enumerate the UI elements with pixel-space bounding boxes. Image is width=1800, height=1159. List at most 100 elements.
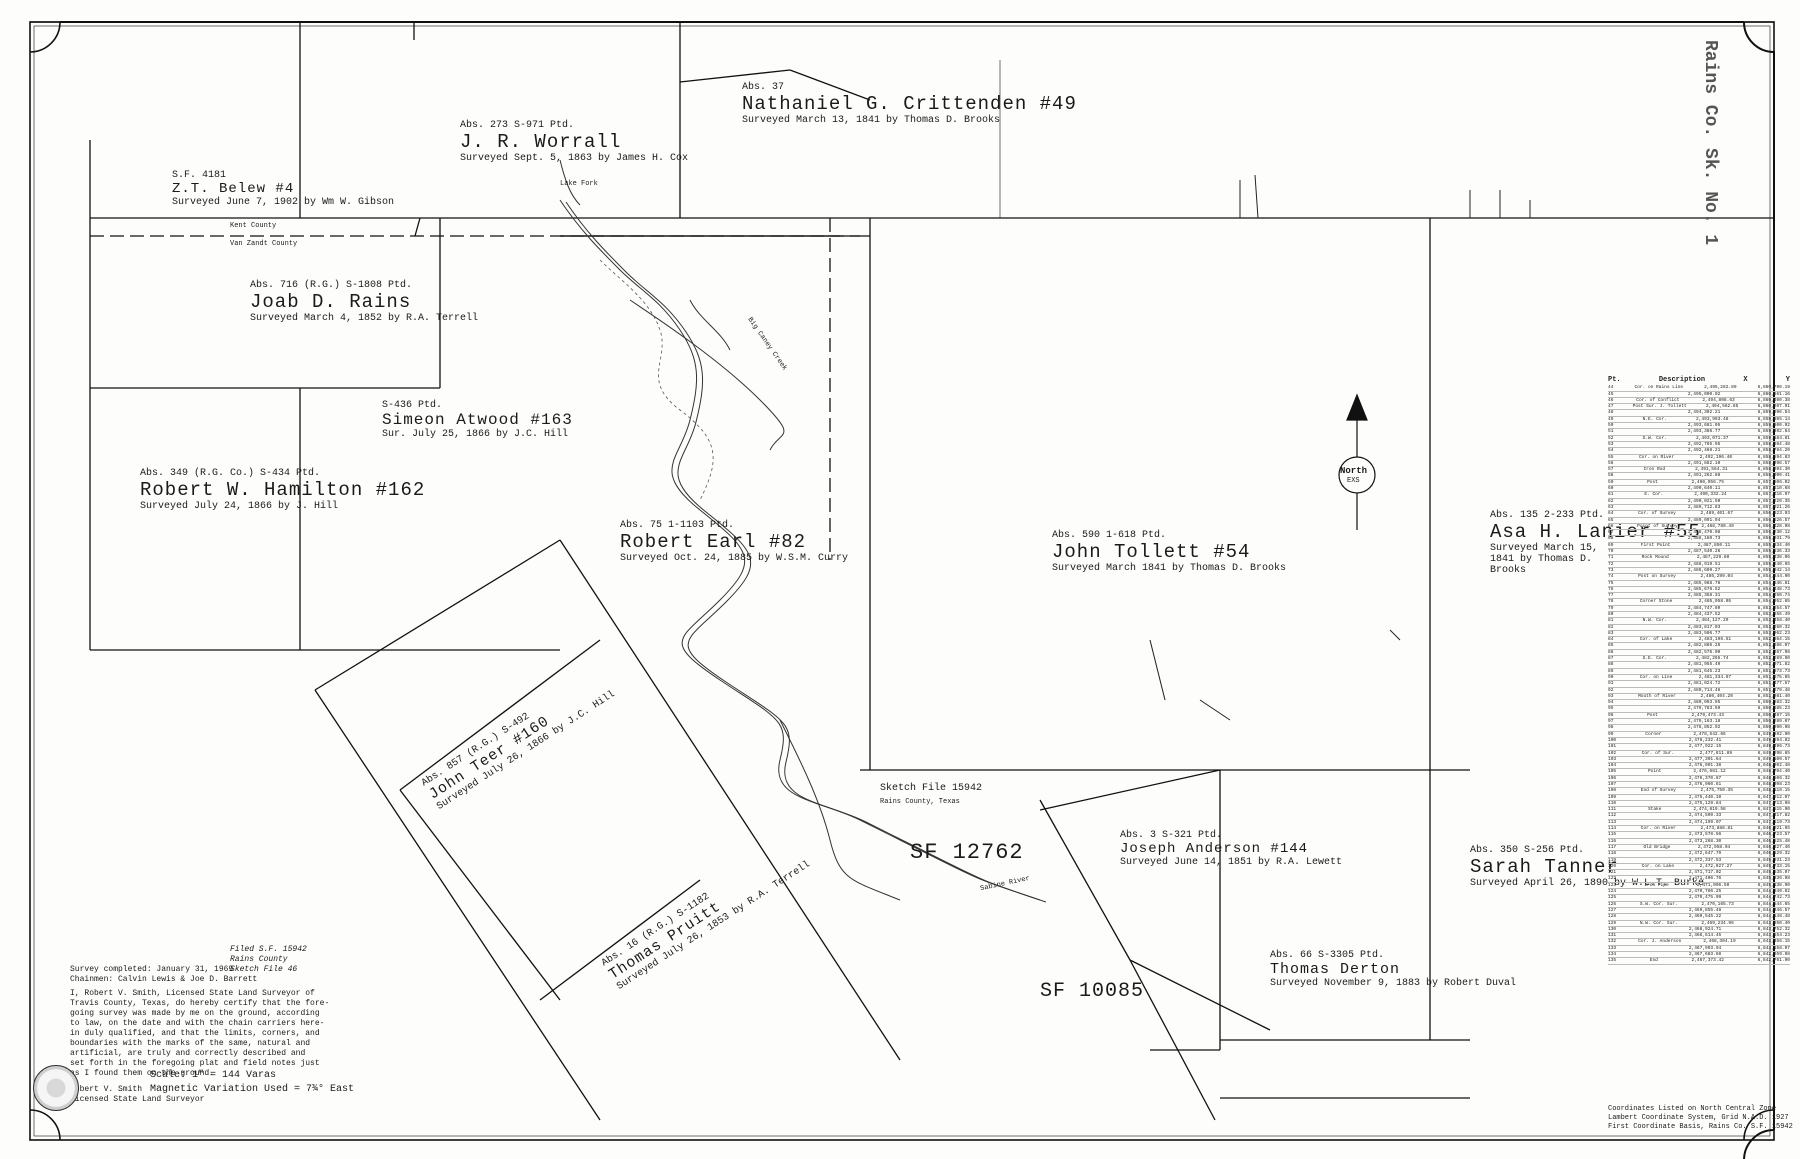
coord-cell-pt: 101 [1608,744,1617,750]
filing-line: Sketch File 46 [230,965,298,974]
coord-cell-y: 6,857,021.26 [1757,504,1790,510]
coord-cell-pt: 128 [1608,914,1617,920]
coord-cell-x: 2,493,071.37 [1696,435,1729,441]
coord-cell-pt: 45 [1608,391,1614,397]
coord-cell-y: 6,845,535.07 [1757,870,1790,876]
coord-cell-pt: 86 [1608,649,1614,655]
coord-cell-x: 2,487,540.26 [1687,549,1721,555]
survey-ticks [1149,174,1531,721]
coord-cell-x: 2,475,750.35 [1700,788,1733,794]
coord-cell-pt: 83 [1608,630,1614,636]
coord-cell-y: 6,843,950.40 [1757,920,1790,926]
coord-cell-y: 6,854,844.90 [1757,574,1790,580]
coord-cell-pt: 44 [1608,385,1614,391]
coord-cell-pt: 112 [1608,813,1617,819]
coord-cell-desc: Post [1647,479,1658,485]
coord-cell-x: 2,488,780.49 [1701,523,1734,529]
coord-cell-pt: 89 [1608,668,1614,674]
coord-cell-y: 6,845,931.23 [1757,857,1790,863]
coord-cell-pt: 87 [1608,656,1614,662]
coord-cell-x: 2,489,091.94 [1687,517,1721,523]
survey-abstract: Abs. 75 1-1103 Ptd. [620,520,735,531]
coord-cell-pt: 108 [1608,788,1617,794]
filing-line: Filed S.F. 15942 [230,945,307,954]
coord-cell-y: 6,849,298.65 [1757,750,1790,756]
survey-title: John Tollett #54 [1052,541,1251,563]
coord-cell-pt: 76 [1608,586,1614,592]
coord-cell-pt: 55 [1608,454,1614,460]
coord-cell-desc: Cor. on River [1638,454,1675,460]
coord-cell-desc: Iron Rod [1643,467,1666,473]
coord-cell-x: 2,477,301.64 [1688,756,1722,762]
survey-abstract: Abs. 3 S-321 Ptd. [1120,830,1223,841]
coord-cell-x: 2,491,882.10 [1687,460,1721,466]
coord-cell-x: 2,487,229.80 [1696,555,1730,561]
survey-subtitle: Surveyed November 9, 1883 by Robert Duva… [1270,978,1517,989]
coord-cell-y: 6,842,959.98 [1757,952,1790,958]
coord-cell-desc: N.W. Cor. Sur. [1639,920,1678,926]
coord-cell-y: 6,856,626.57 [1757,517,1790,523]
river-label-lake-fork: Lake Fork [560,180,598,188]
coord-cell-y: 6,851,477.57 [1757,681,1790,687]
coord-cell-pt: 81 [1608,618,1614,624]
survey-abstract: S-436 Ptd. [382,400,443,411]
signature-title: Licensed State Land Surveyor [70,1095,205,1104]
coord-cell-pt: 129 [1608,920,1617,926]
coord-footer-line: Coordinates Listed on North Central Zone [1608,1105,1777,1113]
certificate-line: boundaries with the marks of the same, n… [70,1039,311,1048]
survey-lines [30,21,1774,1121]
coord-cell-pt: 126 [1608,901,1617,907]
coord-cell-x: 2,471,096.50 [1696,882,1730,888]
coord-cell-x: 2,490,956.75 [1691,479,1724,485]
coord-cell-pt: 131 [1608,933,1617,939]
coord-cell-y: 6,853,260.32 [1757,624,1790,630]
coord-cell-pt: 66 [1608,523,1614,529]
survey-subtitle: Surveyed April 26, 1890 by W.L.T. Burke [1470,878,1705,889]
coord-cell-x: 2,490,332.24 [1694,492,1727,498]
coord-cell-x: 2,473,268.30 [1688,838,1722,844]
coord-cell-pt: 120 [1608,863,1617,869]
coord-cell-y: 6,855,834.40 [1757,542,1790,548]
coord-cell-pt: 133 [1608,945,1617,951]
coord-cell-y: 6,859,184.81 [1757,435,1790,441]
coord-cell-x: 2,490,021.50 [1687,498,1721,504]
survey-subtitle: Surveyed June 14, 1851 by R.A. Lewett [1120,857,1343,868]
survey-title: Joab D. Rains [250,291,412,313]
coord-cell-desc: First Point [1640,542,1671,548]
coord-cell-pt: 134 [1608,952,1617,958]
signature-name: Robert V. Smith [70,1085,143,1094]
coord-cell-y: 6,855,240.65 [1757,561,1790,567]
coord-cell-pt: 135 [1608,958,1617,964]
coord-cell-pt: 118 [1608,851,1617,857]
coord-cell-pt: 95 [1608,706,1614,712]
coord-cell-y: 6,848,506.32 [1757,775,1790,781]
coord-cell-pt: 109 [1608,794,1617,800]
coord-cell-pt: 110 [1608,800,1617,806]
coord-cell-x: 2,478,232.41 [1688,737,1722,743]
coord-cell-x: 2,491,564.31 [1695,467,1728,473]
coord-cell-x: 2,484,747.80 [1687,605,1721,611]
coord-cell-x: 2,473,578.56 [1688,832,1722,838]
coord-cell-y: 6,848,902.48 [1757,763,1790,769]
coord-cell-desc: Post on Survey [1638,574,1676,580]
